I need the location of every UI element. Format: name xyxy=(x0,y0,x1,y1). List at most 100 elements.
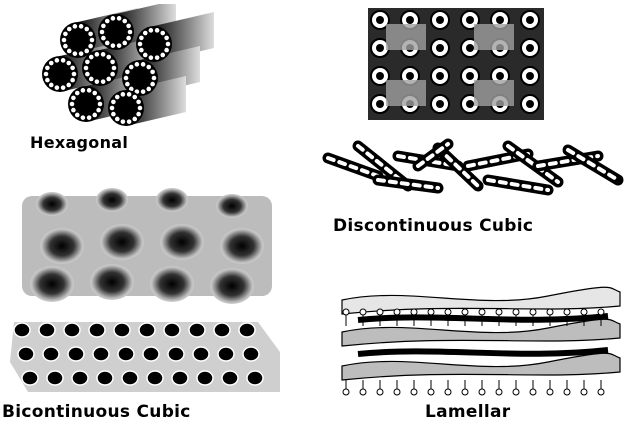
micelle-core xyxy=(466,44,474,52)
lipid-head xyxy=(343,309,349,315)
headgroup-dot xyxy=(101,52,106,57)
lipid-head xyxy=(411,389,417,395)
channel-opening xyxy=(97,371,113,385)
headgroup-dot xyxy=(152,76,157,81)
headgroup-dot xyxy=(110,106,115,111)
lipid-head xyxy=(479,389,485,395)
channel-opening xyxy=(197,371,213,385)
lipid-head xyxy=(360,309,366,315)
headgroup-dot xyxy=(135,62,140,67)
channel-opening xyxy=(18,347,34,361)
lipid-head xyxy=(428,389,434,395)
headgroup-dot xyxy=(67,49,72,54)
lipid-head xyxy=(394,309,400,315)
channel-opening xyxy=(22,371,38,385)
channel-opening xyxy=(222,371,238,385)
headgroup-dot xyxy=(125,82,130,87)
lipid-head xyxy=(564,309,570,315)
lipid-head xyxy=(530,389,536,395)
headgroup-dot xyxy=(101,24,106,29)
headgroup-dot xyxy=(84,66,89,71)
micelle-core xyxy=(436,72,444,80)
micelle-core xyxy=(466,100,474,108)
lipid-head xyxy=(445,389,451,395)
headgroup-dot xyxy=(45,66,50,71)
headgroup-dot xyxy=(166,42,171,47)
channel-opening xyxy=(39,323,55,337)
bicontinuous-channel-layers-graphic xyxy=(8,312,284,398)
channel-opening xyxy=(214,323,230,337)
channel-opening xyxy=(14,323,30,337)
channel-opening xyxy=(43,347,59,361)
headgroup-dot xyxy=(96,108,101,113)
headgroup-dot xyxy=(150,82,155,87)
headgroup-dot xyxy=(81,115,86,120)
channel-opening xyxy=(139,323,155,337)
lipid-head xyxy=(564,389,570,395)
headgroup-dot xyxy=(101,36,106,41)
headgroup-dot xyxy=(132,117,137,122)
headgroup-dot xyxy=(115,95,120,100)
headgroup-dot xyxy=(70,78,75,83)
lipid-head xyxy=(547,309,553,315)
tube-opening xyxy=(216,194,248,218)
headgroup-dot xyxy=(127,119,132,124)
headgroup-dot xyxy=(149,55,154,60)
headgroup-dot xyxy=(85,72,90,77)
headgroup-dot xyxy=(136,100,141,105)
channel-opening xyxy=(64,323,80,337)
headgroup-dot xyxy=(49,61,54,66)
headgroup-dot xyxy=(44,72,49,77)
hexagonal-cylinders-graphic xyxy=(8,4,218,132)
lipid-head xyxy=(547,389,553,395)
micelle-core xyxy=(466,16,474,24)
headgroup-dot xyxy=(71,108,76,113)
headgroup-dot xyxy=(95,79,100,84)
headgroup-dot xyxy=(121,92,126,97)
headgroup-dot xyxy=(160,53,165,58)
headgroup-dot xyxy=(88,44,93,49)
channel-opening xyxy=(118,347,134,361)
micelle-core xyxy=(436,100,444,108)
headgroup-dot xyxy=(55,85,60,90)
headgroup-dot xyxy=(70,66,75,71)
headgroup-dot xyxy=(111,112,116,117)
headgroup-dot xyxy=(105,19,110,24)
headgroup-dot xyxy=(138,106,143,111)
lipid-head xyxy=(479,309,485,315)
micelle-core xyxy=(406,16,414,24)
headgroup-dot xyxy=(136,112,141,117)
headgroup-dot xyxy=(84,49,89,54)
lipid-head xyxy=(428,309,434,315)
headgroup-dot xyxy=(126,24,131,29)
headgroup-dot xyxy=(96,96,101,101)
headgroup-dot xyxy=(61,58,66,63)
headgroup-dot xyxy=(95,52,100,57)
micelle-core xyxy=(496,72,504,80)
lipid-head xyxy=(598,309,604,315)
channel-opening xyxy=(89,323,105,337)
lipid-head xyxy=(581,309,587,315)
channel-opening xyxy=(72,371,88,385)
headgroup-dot xyxy=(143,53,148,58)
channel-opening xyxy=(168,347,184,361)
headgroup-dot xyxy=(92,113,97,118)
headgroup-dot xyxy=(66,83,71,88)
headgroup-dot xyxy=(100,30,105,35)
headgroup-dot xyxy=(73,51,78,56)
lipid-head xyxy=(581,389,587,395)
channel-opening xyxy=(164,323,180,337)
headgroup-dot xyxy=(111,100,116,105)
headgroup-dot xyxy=(143,31,148,36)
headgroup-dot xyxy=(87,88,92,93)
tube-opening xyxy=(96,188,128,212)
lipid-head xyxy=(513,309,519,315)
lattice-cell xyxy=(474,24,514,50)
channel-opening xyxy=(193,347,209,361)
headgroup-dot xyxy=(110,60,115,65)
headgroup-dot xyxy=(92,91,97,96)
headgroup-dot xyxy=(111,16,116,21)
headgroup-dot xyxy=(106,77,111,82)
bilayer-sheet xyxy=(342,319,620,346)
micelle-core xyxy=(376,16,384,24)
